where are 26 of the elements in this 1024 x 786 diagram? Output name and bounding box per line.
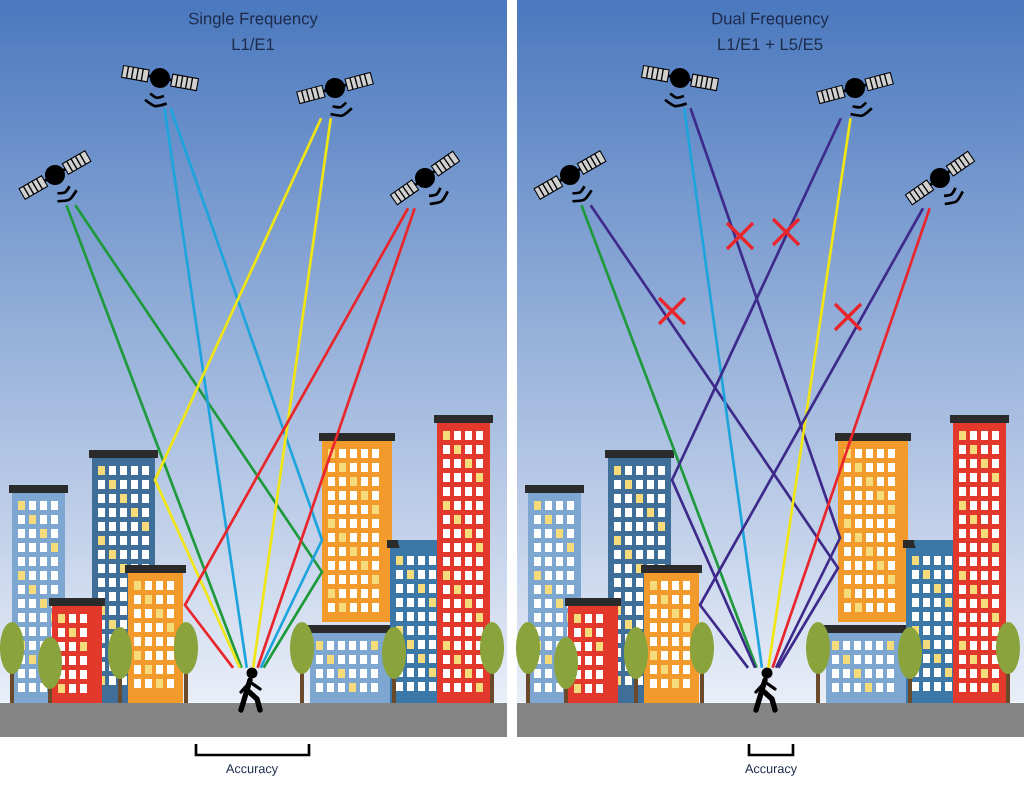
dimension-label: Accuracy: [745, 764, 798, 776]
signal-line: [682, 108, 764, 668]
dimension-label: Accuracy: [226, 764, 279, 776]
signal-line: [580, 204, 758, 669]
signal-line: [65, 204, 243, 669]
satellite-icon: [296, 71, 374, 118]
panel-title: L1/E1 + L5/E5: [718, 37, 823, 51]
signal-line: [163, 108, 249, 668]
satellite-icon: [18, 150, 92, 203]
panel-title: Single Frequency: [188, 12, 318, 28]
signal-line: [183, 207, 410, 669]
satellite-icon: [533, 150, 607, 203]
panel-title: L1/E1: [232, 37, 274, 51]
signal-line: [251, 118, 333, 668]
signal-line: [698, 207, 925, 669]
signal-line: [256, 207, 416, 669]
satellite-icon: [389, 150, 461, 206]
signal-line: [589, 204, 840, 669]
satellite-icon: [904, 150, 976, 206]
panel-title: Dual Frequency: [712, 12, 829, 28]
satellite-icon: [816, 71, 894, 118]
signal-line: [74, 204, 324, 669]
pedestrian-icon: [753, 667, 778, 713]
signal-line: [771, 207, 931, 669]
pedestrian-icon: [238, 667, 263, 713]
signal-line: [767, 118, 852, 668]
